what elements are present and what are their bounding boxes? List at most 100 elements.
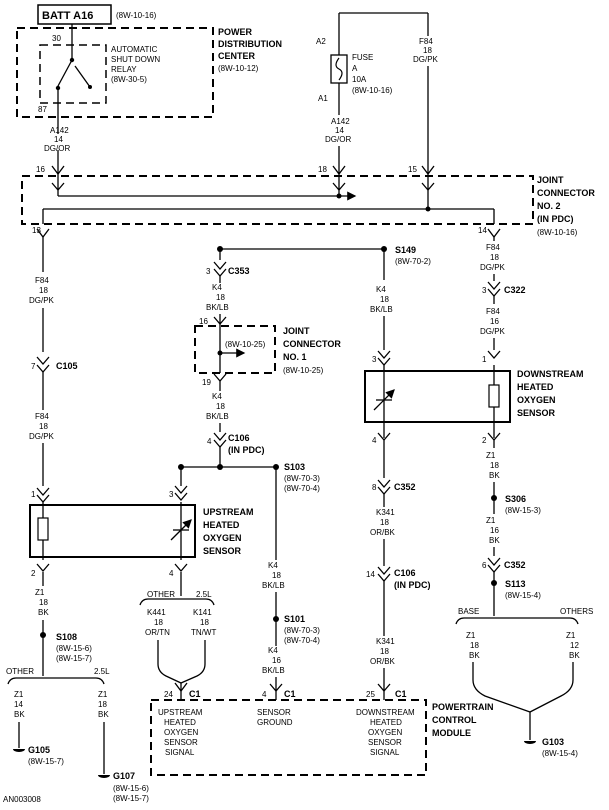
s101-ref-1: (8W-70-3)	[284, 626, 320, 635]
wire-label: 16	[490, 526, 499, 535]
wire-label: BK	[489, 536, 500, 545]
wire-label: 16	[490, 317, 499, 326]
pcm-c1a-line-3: OXYGEN	[164, 728, 198, 737]
wire-label: BK/LB	[370, 305, 393, 314]
wire-label: Z1	[466, 631, 476, 640]
left-circuit: F84 18 DG/PK 7 C105 F84 18 DG/PK	[29, 237, 78, 503]
g103-label: G103	[542, 737, 564, 747]
wire-label: BK/LB	[262, 666, 285, 675]
downstream-pin-4: 4	[372, 436, 377, 445]
branch-up-other: OTHER	[147, 590, 175, 599]
jc1-title-1: JOINT	[283, 326, 310, 336]
downstream-pin-1: 1	[482, 355, 487, 364]
c106b-pin: 14	[366, 570, 375, 579]
jc2-pin-13: 13	[32, 226, 41, 235]
upstream-pin-3: 3	[169, 490, 174, 499]
pdc-title-3: CENTER	[218, 51, 256, 61]
upstream-title-2: HEATED	[203, 520, 240, 530]
jc1-title-2: CONNECTOR	[283, 339, 341, 349]
power-distribution-center: POWER DISTRIBUTION CENTER (8W-10-12)	[16, 27, 282, 118]
upstream-pin-2: 2	[31, 569, 36, 578]
asd-pin-bot: 87	[38, 105, 47, 114]
wire-label: 18	[423, 46, 432, 55]
s306-label: S306	[505, 494, 526, 504]
fuse-line-2: A	[352, 64, 358, 73]
left-ground-circuit: Z1 18 BK S108 (8W-15-6) (8W-15-7) OTHER …	[6, 572, 149, 803]
pcm-c1b-pin: 4	[262, 690, 267, 699]
wire-label: Z1	[486, 451, 496, 460]
jc2-pin-16: 16	[36, 165, 45, 174]
k4-circuit: S149 (8W-70-2) 3 C353 K4 18 BK/LB 16 (8W…	[178, 245, 431, 700]
wire-label: 18	[272, 571, 281, 580]
wire-label: DG/PK	[480, 263, 506, 272]
pcm-c1a-line-4: SENSOR	[164, 738, 198, 747]
wire-label: 18	[200, 618, 209, 627]
fuse-line-3: 10A	[352, 75, 367, 84]
pcm-title-1: POWERTRAIN	[432, 702, 494, 712]
fuse-pin-top: A2	[316, 37, 326, 46]
wire-label: F84	[486, 243, 500, 252]
pcm-c1a-line-2: HEATED	[164, 718, 196, 727]
pcm-c1c-line-5: SIGNAL	[370, 748, 400, 757]
fuse-ref: (8W-10-16)	[352, 86, 393, 95]
wire-label: K4	[268, 561, 278, 570]
wire-label: K4	[212, 283, 222, 292]
wire-label: K4	[376, 285, 386, 294]
jc1-pin-top: 16	[199, 317, 208, 326]
downstream-pin-3: 3	[372, 355, 377, 364]
wire-label: 18	[216, 293, 225, 302]
branch-others: OTHERS	[560, 607, 593, 616]
batt-label: BATT A16	[42, 10, 93, 22]
pcm-c1c-line-4: SENSOR	[368, 738, 402, 747]
pcm-c1b-line-1: SENSOR	[257, 708, 291, 717]
wire-label: 14	[14, 700, 23, 709]
asd-line-2: SHUT DOWN	[111, 55, 160, 64]
jc1-title-3: NO. 1	[283, 352, 307, 362]
s108-ref-2: (8W-15-7)	[56, 654, 92, 663]
wire-label: BK/LB	[262, 581, 285, 590]
jc2-title-3: NO. 2	[537, 201, 561, 211]
upstream-title-1: UPSTREAM	[203, 507, 254, 517]
wire-label: 18	[380, 647, 389, 656]
wire-label: A142	[50, 126, 69, 135]
powertrain-control-module: POWERTRAIN CONTROL MODULE 24 C1 UPSTREAM…	[150, 689, 494, 776]
wire-label: 18	[39, 598, 48, 607]
pcm-c1c-pin: 25	[366, 690, 375, 699]
s103-ref-2: (8W-70-4)	[284, 484, 320, 493]
wire-label: 18	[490, 253, 499, 262]
branch-25l: 2.5L	[94, 667, 110, 676]
wire-label: DG/PK	[480, 327, 506, 336]
wire-label: F84	[486, 307, 500, 316]
upstream-title-4: SENSOR	[203, 546, 242, 556]
wire-label: BK/LB	[206, 412, 229, 421]
pdc-title-1: POWER	[218, 27, 253, 37]
s101-label: S101	[284, 614, 305, 624]
wire-label: 14	[54, 135, 63, 144]
wire-label: DG/OR	[44, 144, 70, 153]
jc1-ref-in: (8W-10-25)	[225, 340, 266, 349]
downstream-signal-circuit: 8 C352 K341 18 OR/BK 14 C106 (IN PDC) K3…	[366, 440, 431, 700]
wire-label: DG/PK	[413, 55, 439, 64]
s101-ref-2: (8W-70-4)	[284, 636, 320, 645]
wire-label: 18	[39, 422, 48, 431]
asd-line-3: RELAY	[111, 65, 137, 74]
joint-connector-2: JOINT CONNECTOR NO. 2 (IN PDC) (8W-10-16…	[21, 165, 595, 239]
jc2-pin-15: 15	[408, 165, 417, 174]
c352b-pin: 8	[372, 483, 377, 492]
jc2-pin-14: 14	[478, 226, 487, 235]
jc2-ref: (8W-10-16)	[537, 228, 578, 237]
batt-label-box: BATT A16 (8W-10-16)	[37, 4, 157, 25]
wire-label: BK	[98, 710, 109, 719]
s103-label: S103	[284, 462, 305, 472]
c353-pin: 3	[206, 267, 211, 276]
jc1-pin-bot: 19	[202, 378, 211, 387]
s149-label: S149	[395, 245, 416, 255]
wire-label: DG/PK	[29, 296, 55, 305]
jc1-ref: (8W-10-25)	[283, 366, 324, 375]
branch-base: BASE	[458, 607, 479, 616]
fuse-circuit: A2 A1 FUSE A 10A (8W-10-16) A142 14 DG/O…	[316, 12, 439, 176]
wire-label: Z1	[14, 690, 24, 699]
c322-label: C322	[504, 285, 526, 295]
pcm-c1a-pin: 24	[164, 690, 173, 699]
wire-label: DG/OR	[325, 135, 351, 144]
